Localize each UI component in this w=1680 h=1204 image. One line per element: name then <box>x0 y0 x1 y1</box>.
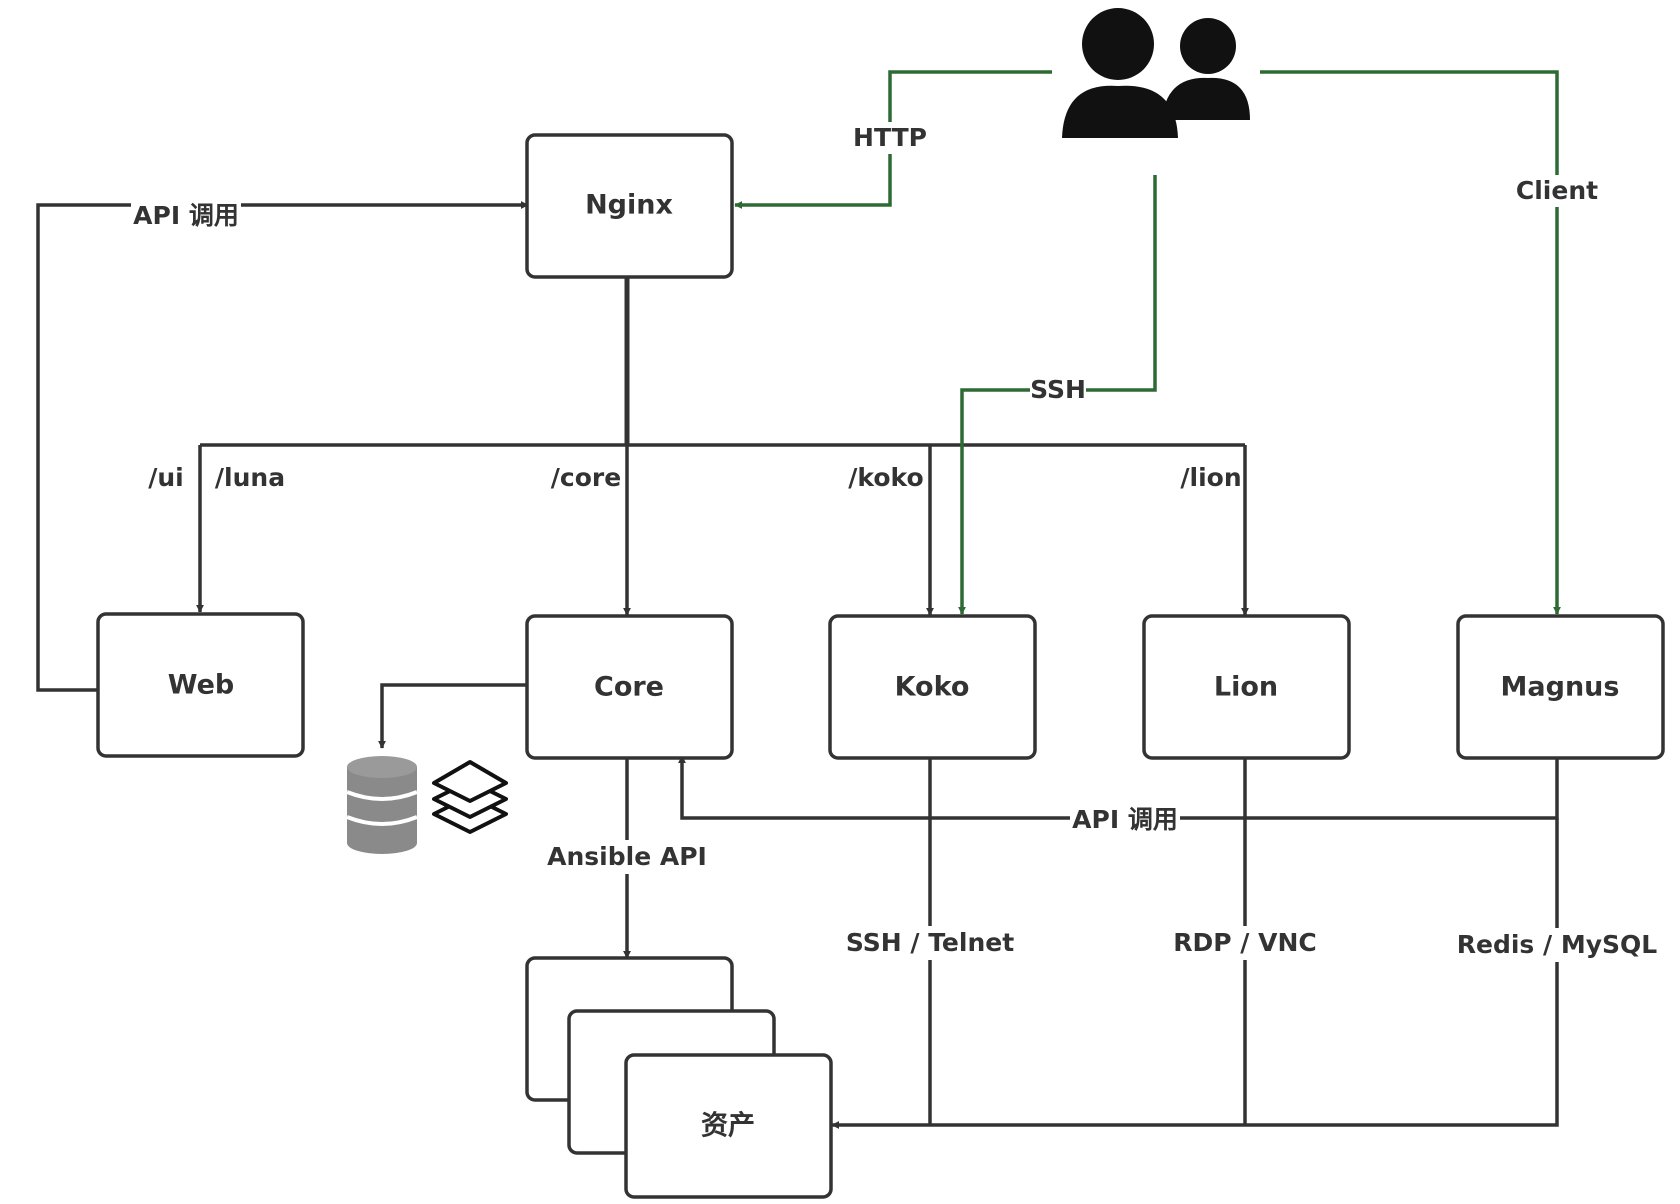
ssh-label: SSH <box>1030 375 1086 404</box>
route-ui-label: /ui <box>148 463 184 492</box>
rdp-vnc-label: RDP / VNC <box>1173 928 1316 957</box>
ansible-api-label: Ansible API <box>547 842 707 871</box>
assets-label: 资产 <box>701 1111 755 1142</box>
route-core-label: /core <box>551 463 621 492</box>
koko-node: Koko <box>828 614 1037 760</box>
koko-label: Koko <box>895 672 970 703</box>
lion-node: Lion <box>1142 614 1351 760</box>
route-luna-label: /luna <box>215 463 285 492</box>
layers-icon <box>432 760 508 834</box>
route-lion-label: /lion <box>1180 463 1241 492</box>
lion-label: Lion <box>1214 672 1278 703</box>
redis-mysql-label: Redis / MySQL <box>1457 930 1658 959</box>
web-api-call-arrow <box>36 201 529 692</box>
nginx-node: Nginx <box>525 133 734 279</box>
users-icon <box>1062 8 1250 138</box>
magnus-api-call-label: API 调用 <box>1072 805 1178 834</box>
assets-inbound-arrow <box>831 818 1559 1129</box>
web-node: Web <box>96 612 305 758</box>
asset-box-front <box>624 1053 833 1199</box>
ssh-telnet-label: SSH / Telnet <box>846 928 1014 957</box>
magnus-label: Magnus <box>1501 672 1620 703</box>
core-node: Core <box>525 614 734 760</box>
core-database-arrow <box>378 683 526 749</box>
client-label: Client <box>1516 176 1598 205</box>
magnus-node: Magnus <box>1456 614 1665 760</box>
database-icon <box>346 756 418 854</box>
core-label: Core <box>594 672 664 703</box>
web-api-call-label: API 调用 <box>133 201 239 230</box>
client-arrow <box>1260 70 1561 615</box>
web-label: Web <box>168 670 234 701</box>
nginx-label: Nginx <box>585 190 673 221</box>
route-koko-label: /koko <box>848 463 923 492</box>
http-label: HTTP <box>853 123 927 152</box>
assets-node: 资产 <box>525 956 833 1199</box>
